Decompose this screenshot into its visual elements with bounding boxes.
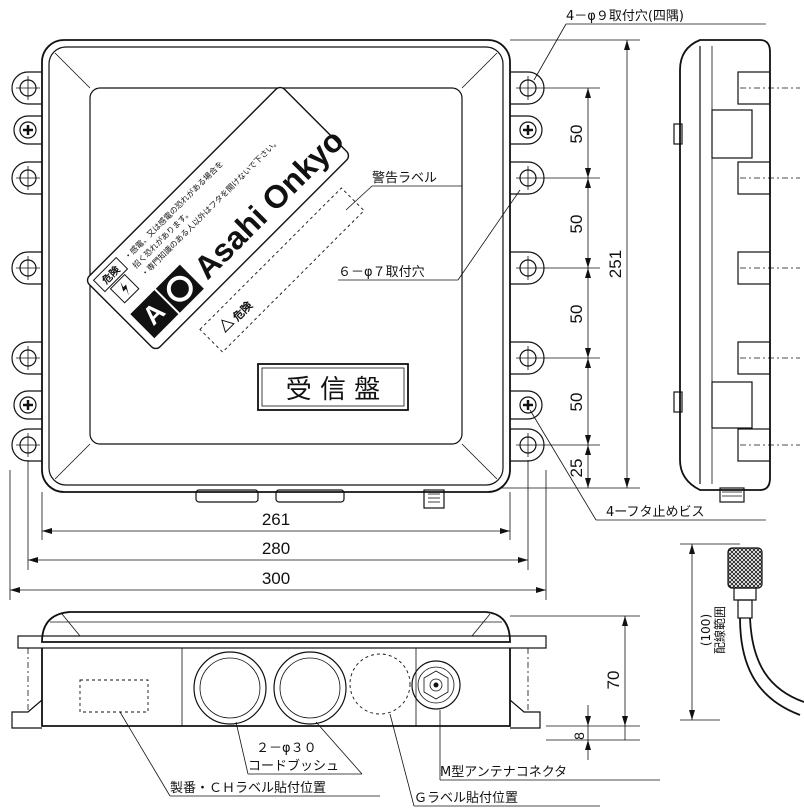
side-view xyxy=(673,39,771,503)
svg-text:50: 50 xyxy=(567,305,586,324)
brand-label: A Asahi Onkyo ・専門知識のある人以外はフタを開けないで下さい。 招… xyxy=(86,86,351,350)
front-dimensions: 261 280 300 50 50 50 50 25 xyxy=(9,39,640,600)
wiring-range-label: 配線範囲 xyxy=(712,606,727,654)
mounting-tab-left-5 xyxy=(11,428,42,462)
svg-text:２－φ３０: ２－φ３０ xyxy=(256,741,317,756)
connector-knurl xyxy=(727,547,763,589)
mounting-tab-right-3 xyxy=(510,251,545,285)
mounting-tab-right-2 xyxy=(510,161,545,195)
svg-text:50: 50 xyxy=(567,125,586,144)
mount-holes-label: ６－φ７取付穴 xyxy=(338,265,425,280)
warning-label-label: 警告ラベル xyxy=(372,170,437,186)
dim-8: 8 xyxy=(571,732,587,740)
mounting-tab-right-4 xyxy=(510,341,545,375)
bottom-dimensions: 70 8 xyxy=(510,615,640,760)
mounting-tab-left-1 xyxy=(11,71,42,105)
svg-text:25: 25 xyxy=(567,459,586,478)
svg-text:50: 50 xyxy=(567,215,586,234)
cover-screws-label: 4ーフタ止めビス xyxy=(606,505,705,520)
svg-text:50: 50 xyxy=(567,393,586,412)
front-panel xyxy=(89,87,463,445)
antenna-connector-label: M型アンテナコネクタ xyxy=(440,765,567,780)
corner-holes-label: 4－φ９取付穴(四隅) xyxy=(566,9,684,24)
dim-251: 251 xyxy=(606,250,625,278)
g-label-area xyxy=(349,653,411,715)
serial-label-area xyxy=(79,679,149,713)
front-callouts: 4－φ９取付穴(四隅) 警告ラベル ６－φ７取付穴 4ーフタ止めビス xyxy=(338,9,766,521)
mounting-tab-left-4 xyxy=(11,341,42,375)
dim-261: 261 xyxy=(262,510,290,529)
dim-280: 280 xyxy=(262,539,290,558)
nameplate xyxy=(257,363,409,411)
side-tab-5 xyxy=(737,428,800,462)
mounting-tab-left-2 xyxy=(11,161,42,195)
cover-screw-right-2 xyxy=(510,390,543,420)
side-view-tabs xyxy=(737,71,800,462)
svg-text:危険: 危険 xyxy=(229,298,256,325)
cord-bushing-1 xyxy=(193,651,267,725)
cord-bushing-label: コードブッシュ xyxy=(248,758,339,774)
side-tab-1 xyxy=(737,71,800,105)
cover-screw-right-1 xyxy=(510,115,543,145)
side-tab-3 xyxy=(737,251,800,285)
cover-screw-left-2 xyxy=(13,390,42,420)
nameplate-title: 受 信 盤 xyxy=(286,375,381,405)
mounting-tab-left-3 xyxy=(11,251,42,285)
mounting-tabs xyxy=(11,71,545,462)
front-view: A Asahi Onkyo ・専門知識のある人以外はフタを開けないで下さい。 招… xyxy=(41,39,511,509)
cover-screw-left-1 xyxy=(13,115,42,145)
bottom-callouts: ２－φ３０ コードブッシュ 製番・ＣＨラベル貼付位置 M型アンテナコネクタ Ｇラ… xyxy=(119,710,660,807)
dim-70: 70 xyxy=(604,671,623,690)
dim-300: 300 xyxy=(262,569,290,588)
serial-label-label: 製番・ＣＨラベル貼付位置 xyxy=(170,781,326,796)
wiring-range-value: (100) xyxy=(699,614,713,646)
cord-bushing-2 xyxy=(273,651,347,725)
side-tab-4 xyxy=(737,341,800,375)
mounting-tab-right-1 xyxy=(510,71,545,105)
antenna-connector xyxy=(411,660,461,710)
bottom-view xyxy=(11,611,547,729)
g-label-label: Ｇラベル貼付位置 xyxy=(414,791,518,806)
side-tab-2 xyxy=(737,161,800,195)
mounting-tab-right-5 xyxy=(510,428,545,462)
cable-view: (100) 配線範囲 xyxy=(680,543,804,721)
antenna-connector-stub xyxy=(423,489,445,509)
